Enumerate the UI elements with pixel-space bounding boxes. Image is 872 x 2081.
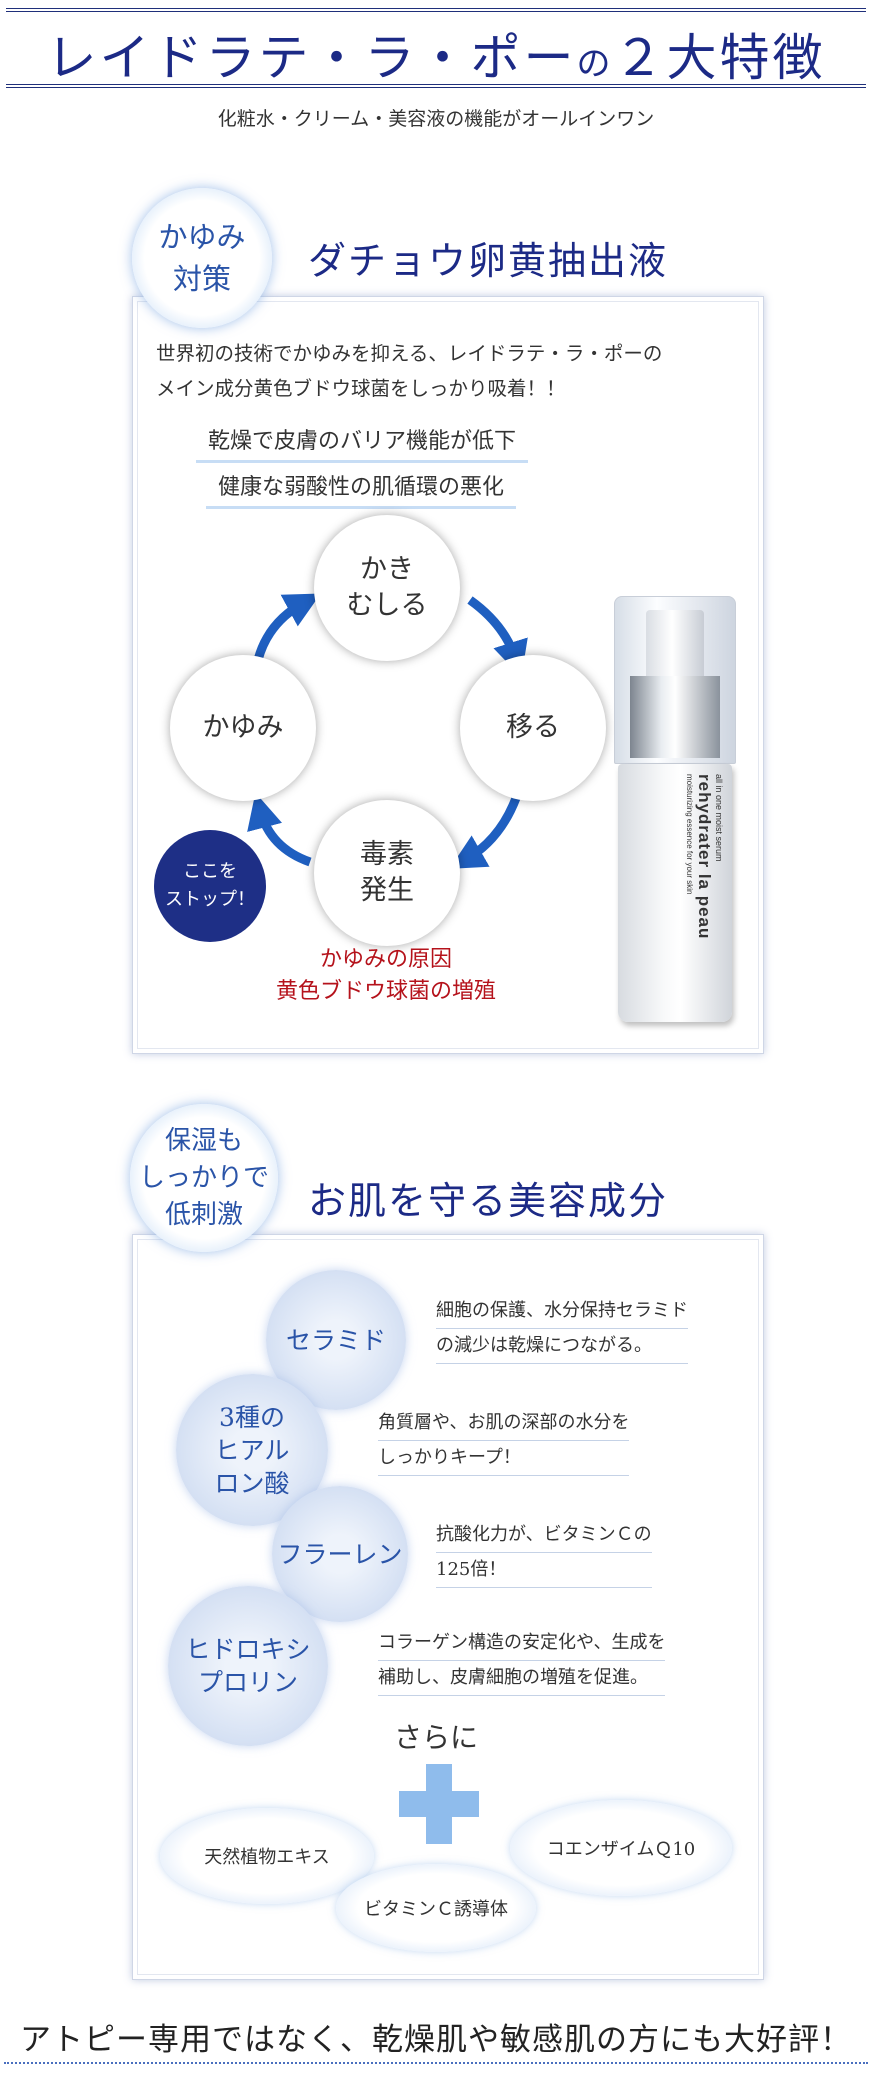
ceramide-desc-line1: 細胞の保護、水分保持セラミド: [436, 1294, 688, 1329]
stop-here-badge: ここを ストップ！: [154, 830, 266, 942]
stop-line1: ここを: [183, 861, 237, 882]
cycle-spread: 移る: [506, 712, 560, 743]
extra-coenzyme-q10: コエンザイムＱ10: [510, 1800, 732, 1896]
cycle-toxin-line2: 発生: [360, 875, 414, 906]
cause-line1: かゆみの原因: [319, 947, 452, 972]
arrow-bottom-right: [449, 796, 521, 869]
header-top-rule: [6, 8, 866, 12]
bottle-pump: [646, 610, 704, 680]
feature-panel-ingredients-inner: [137, 1239, 759, 1975]
intro-line1: 世界初の技術でかゆみを抑える、レイドラテ・ラ・ポーの: [156, 342, 663, 365]
product-bottle-image: all in one moist serum rehydrater la pea…: [604, 596, 746, 1026]
itch-cycle-arrows: [247, 593, 528, 869]
ingredient-desc-hydroxyproline: コラーゲン構造の安定化や、生成を 補助し、皮膚細胞の増殖を促進。: [378, 1626, 666, 1696]
title-main: レイドラテ・ラ・ポー: [46, 29, 577, 87]
extra-vitamin-c: ビタミンＣ誘導体: [336, 1864, 536, 1952]
cycle-node-scratch: かき むしる: [314, 515, 460, 661]
cycle-scratch-line1: かき: [360, 554, 414, 585]
cycle-toxin-line1: 毒素: [360, 839, 414, 870]
hydroxyproline-desc-line1: コラーゲン構造の安定化や、生成を: [378, 1626, 666, 1661]
ingredient-desc-ceramide: 細胞の保護、水分保持セラミド の減少は乾燥につながる。: [436, 1294, 688, 1364]
extra-plant-extract: 天然植物エキス: [160, 1808, 374, 1904]
extra-coenzyme-q10-label: コエンザイムＱ10: [546, 1839, 696, 1860]
cause-line2: 黄色ブドウ球菌の増殖: [275, 979, 496, 1004]
title-no: の: [576, 44, 614, 84]
plus-icon-horizontal: [399, 1791, 479, 1817]
section-title-itch: ダチョウ卵黄抽出液: [308, 239, 669, 283]
badge-moist-line3: 低刺激: [164, 1199, 243, 1230]
fullerene-desc-line2: 125倍！: [436, 1553, 652, 1588]
badge-itch-line1: かゆみ: [158, 220, 246, 254]
hydroxyproline-line2: プロリン: [197, 1668, 298, 1697]
extra-plant-extract-label: 天然植物エキス: [204, 1847, 330, 1868]
intro-line2: メイン成分黄色ブドウ球菌をしっかり吸着！！: [156, 377, 566, 400]
feature-panel-itch-inner: [137, 301, 759, 1049]
bottle-collar: [630, 676, 720, 758]
ingredient-desc-fullerene: 抗酸化力が、ビタミンＣの 125倍！: [436, 1518, 652, 1588]
footer-tagline: アトピー専用ではなく、乾燥肌や敏感肌の方にも大好評！: [20, 2022, 852, 2058]
ingredient-desc-hyaluronic: 角質層や、お肌の深部の水分を しっかりキープ！: [378, 1406, 630, 1476]
bottle-label-small1: all in one moist serum: [714, 774, 724, 862]
section1-intro: 世界初の技術でかゆみを抑える、レイドラテ・ラ・ポーの メイン成分黄色ブドウ球菌を…: [156, 336, 662, 406]
itch-cause: かゆみの原因 黄色ブドウ球菌の増殖: [236, 944, 536, 1008]
ingredient-bubble-fullerene: フラーレン: [272, 1486, 408, 1622]
hyaluronic-line2: ヒアル: [214, 1435, 290, 1465]
fullerene-desc-line1: 抗酸化力が、ビタミンＣの: [436, 1518, 652, 1553]
hyaluronic-line3: ロン酸: [214, 1468, 290, 1498]
cycle-node-toxin: 毒素 発生: [314, 800, 460, 946]
highlight-barrier: 乾燥で皮膚のバリア機能が低下: [196, 424, 529, 463]
bottle-label-brand: rehydrater la peau: [695, 774, 714, 940]
highlight-acidity: 健康な弱酸性の肌循環の悪化: [206, 470, 517, 509]
footer-dotted-rule: [4, 2062, 868, 2064]
arrow-top-left: [253, 593, 321, 662]
badge-moist-gentle: 保湿も しっかりで 低刺激: [130, 1104, 278, 1252]
bottle-body: all in one moist serum rehydrater la pea…: [618, 764, 732, 1022]
hydroxyproline-line1: ヒドロキシ: [185, 1635, 311, 1664]
page-title: レイドラテ・ラ・ポーの２大特徴: [0, 18, 872, 90]
badge-itch-care: かゆみ 対策: [132, 188, 272, 328]
badge-moist-line1: 保湿も: [164, 1125, 243, 1156]
header-bottom-rule: [6, 84, 866, 88]
bottle-label: all in one moist serum rehydrater la pea…: [626, 774, 724, 1014]
cycle-itch: かゆみ: [202, 712, 284, 743]
cycle-scratch-line2: むしる: [346, 590, 428, 621]
page-subtitle: 化粧水・クリーム・美容液の機能がオールインワン: [217, 108, 655, 130]
bottle-label-small2: moisturizing essence for your skin: [685, 774, 694, 895]
ingredient-bubble-hydroxyproline: ヒドロキシ プロリン: [168, 1586, 328, 1746]
hydroxyproline-desc-line2: 補助し、皮膚細胞の増殖を促進。: [378, 1661, 666, 1696]
hyaluronic-line1: 3種の: [219, 1402, 285, 1432]
section-title-ingredients: お肌を守る美容成分: [308, 1179, 669, 1223]
arrow-bottom-left: [247, 792, 312, 867]
arrow-top-right: [467, 596, 528, 678]
extra-vitamin-c-label: ビタミンＣ誘導体: [364, 1899, 508, 1920]
hyaluronic-desc-line1: 角質層や、お肌の深部の水分を: [378, 1406, 630, 1441]
badge-itch-line2: 対策: [172, 262, 231, 296]
title-tail: ２大特徴: [613, 29, 826, 87]
ingredient-name-ceramide: セラミド: [285, 1325, 386, 1355]
sarani-label: さらに: [394, 1721, 479, 1754]
cycle-node-itch: かゆみ: [170, 655, 316, 801]
fullerene-line1: フラーレン: [277, 1539, 403, 1569]
badge-moist-line2: しっかりで: [138, 1162, 269, 1193]
cycle-node-spread: 移る: [460, 655, 606, 801]
stop-line2: ストップ！: [165, 889, 255, 910]
ceramide-desc-line2: の減少は乾燥につながる。: [436, 1329, 688, 1364]
hyaluronic-desc-line2: しっかりキープ！: [378, 1441, 630, 1476]
